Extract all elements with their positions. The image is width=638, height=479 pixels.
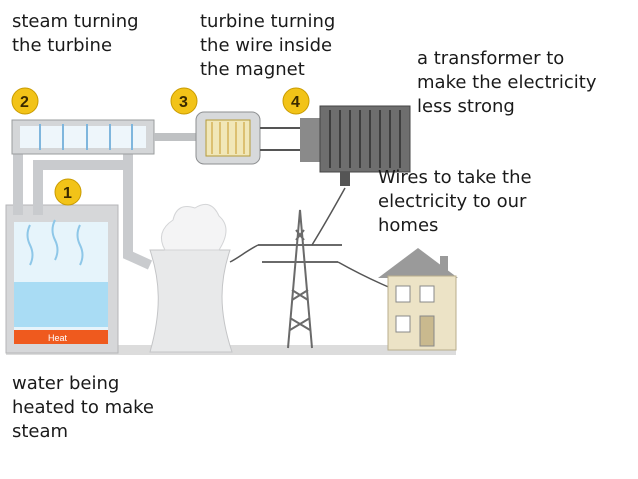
- marker-1-label: 1: [63, 185, 72, 202]
- marker-4-label: 4: [291, 94, 300, 111]
- marker-3-label: 3: [179, 94, 188, 111]
- steam-pipes: [13, 145, 153, 270]
- marker-2: 2: [11, 87, 39, 115]
- label-steam-turbine: steam turning the turbine: [12, 11, 139, 56]
- heat-label: Heat: [48, 333, 68, 343]
- boiler-building: Heat: [5, 204, 119, 354]
- electricity-pylon: [258, 209, 342, 349]
- label-wires: Wires to take the electricity to our hom…: [378, 167, 532, 236]
- label-transformer: a transformer to make the electricity le…: [417, 48, 597, 117]
- turbine: [11, 119, 155, 155]
- heat-bar: [14, 330, 108, 344]
- transformer: [300, 105, 411, 186]
- generator: [195, 111, 261, 165]
- marker-3: 3: [170, 87, 198, 115]
- turbine-shaft: [154, 133, 202, 141]
- boiler-water: [14, 282, 108, 327]
- marker-4: 4: [282, 87, 310, 115]
- marker-2-label: 2: [20, 94, 29, 111]
- marker-1: 1: [54, 178, 82, 206]
- label-turbine-wire: turbine turning the wire inside the magn…: [200, 11, 336, 80]
- label-water: water being heated to make steam: [12, 373, 155, 442]
- house: [378, 248, 458, 351]
- cooling-tower: [149, 203, 233, 353]
- generator-wires: [260, 127, 305, 151]
